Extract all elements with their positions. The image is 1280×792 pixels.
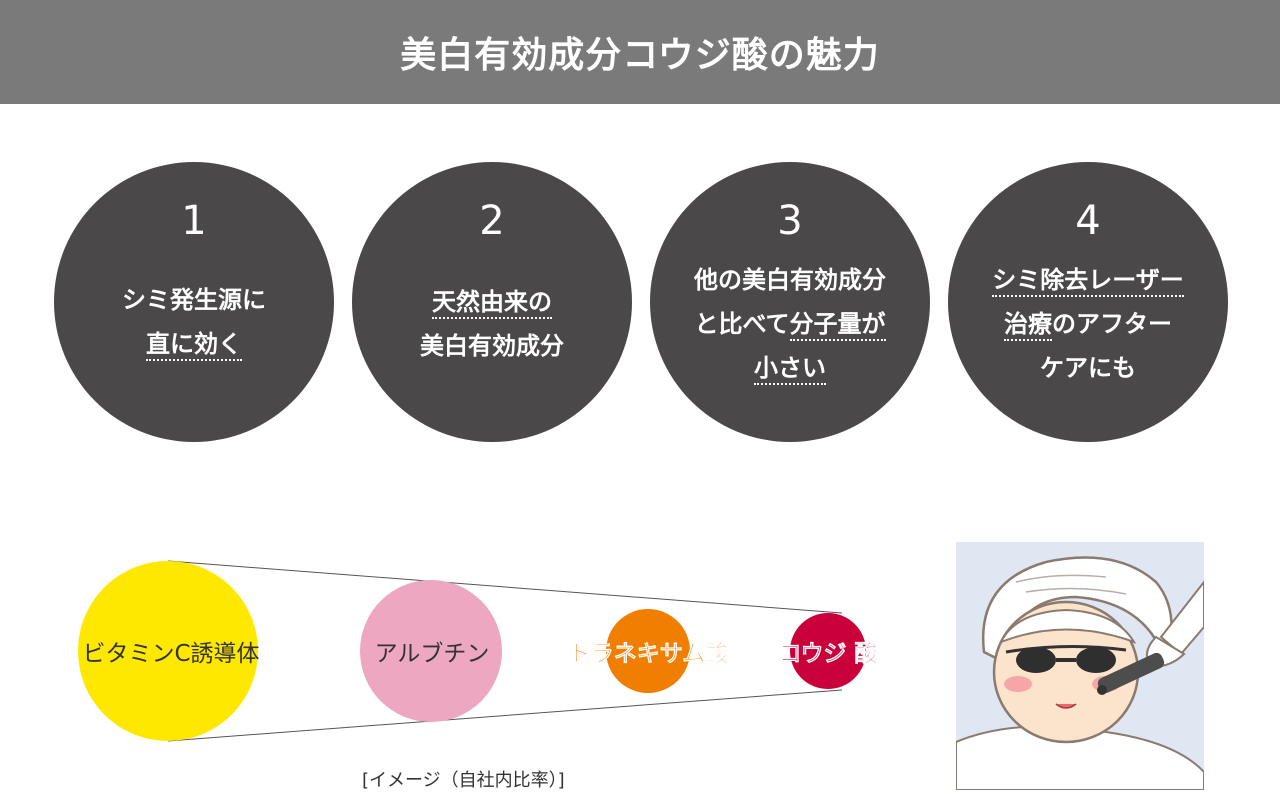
feature-number: 1 [181,198,207,244]
feature-line: 治療のアフター [948,302,1228,346]
underlined-text: 分子量が [789,310,886,341]
funnel-top-line [167,560,843,614]
feature-line: 他の美白有効成分 [694,266,886,294]
feature-line-prefix: と比べて [694,310,790,338]
feature-text: シミ除去レーザー 治療のアフター ケアにも [948,258,1228,390]
feature-text: シミ発生源に 直に効く [54,278,334,366]
feature-number: 3 [777,198,803,244]
ball-vitamin-c [78,561,258,741]
label-tranexamic-acid: トラネキサム酸 [567,641,729,668]
label-arbutin: アルブチン [374,641,490,667]
ball-kojic-acid [790,613,866,689]
label-vitamin-c: ビタミンC誘導体 [82,641,260,667]
feature-text: 天然由来の 美白有効成分 [352,280,632,368]
ball-tranexamic-acid [606,609,690,693]
label-kojic-acid: コウジ 酸 [778,641,878,668]
underlined-text: 天然由来の [432,288,552,319]
image-caption: [イメージ（自社内比率）] [362,770,565,791]
feature-line: 直に効く [54,322,334,366]
feature-number: 4 [1075,198,1101,244]
feature-circle-4: 4 シミ除去レーザー 治療のアフター ケアにも [948,162,1228,442]
feature-line-suffix: のアフター [1052,310,1172,338]
feature-line: 小さい [650,346,930,390]
feature-line: シミ除去レーザー [948,258,1228,302]
feature-circle-1: 1 シミ発生源に 直に効く [54,162,334,442]
underlined-text: シミ除去レーザー [992,266,1184,297]
feature-circle-3: 3 他の美白有効成分 と比べて分子量が 小さい [650,162,930,442]
page-title: 美白有効成分コウジ酸の魅力 [400,35,880,76]
funnel-bottom-line [167,689,843,742]
underlined-text: 直に効く [146,330,242,361]
page-header: 美白有効成分コウジ酸の魅力 [0,0,1280,104]
feature-text: 他の美白有効成分 と比べて分子量が 小さい [650,258,930,390]
feature-line: ケアにも [1040,354,1136,382]
feature-line: 天然由来の [352,280,632,324]
feature-number: 2 [479,198,505,244]
feature-line: 美白有効成分 [420,332,564,360]
feature-line: シミ発生源に [122,286,266,314]
feature-circle-2: 2 天然由来の 美白有効成分 [352,162,632,442]
funnel-lines [167,560,843,742]
underlined-text: 小さい [754,354,826,385]
woman-laser-treatment-illustration [956,542,1204,790]
ball-arbutin [360,580,502,722]
underlined-text: 治療 [1004,310,1052,341]
feature-line: と比べて分子量が [650,302,930,346]
